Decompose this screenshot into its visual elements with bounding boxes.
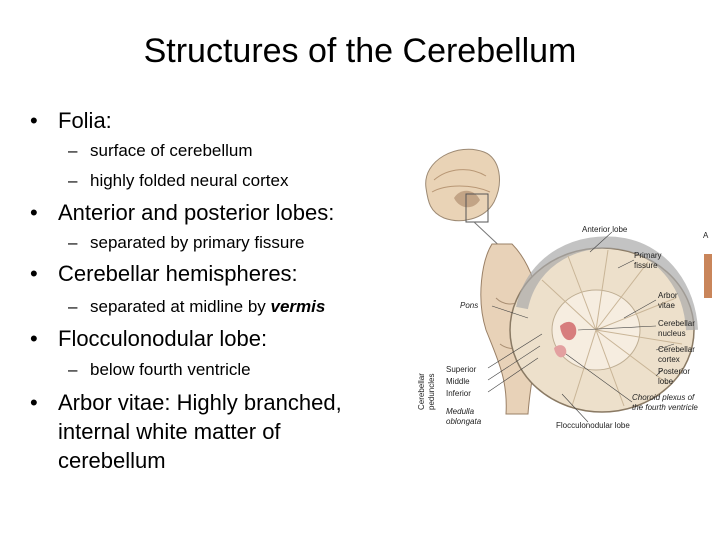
edge-strip bbox=[704, 254, 712, 298]
label-posterior-lobe: Posterior bbox=[658, 367, 690, 376]
folia-lines bbox=[541, 249, 683, 407]
bullet-dot: • bbox=[30, 200, 38, 225]
label-pons: Pons bbox=[460, 301, 478, 310]
sub-bullet-text: below fourth ventricle bbox=[90, 360, 251, 379]
dash: – bbox=[68, 297, 78, 316]
sub-bullet-text: separated by primary fissure bbox=[90, 233, 305, 252]
dash: – bbox=[68, 360, 78, 379]
label-flocculonodular-lobe: Flocculonodular lobe bbox=[556, 421, 630, 430]
label-primary-fissure-2: fissure bbox=[634, 261, 658, 270]
label-cerebellar-peduncles-2: peduncles bbox=[427, 374, 436, 410]
cerebellar-nucleus bbox=[560, 321, 577, 341]
bullet-label: Cerebellar hemispheres: bbox=[58, 261, 298, 286]
label-cerebellar-cortex: Cerebellar bbox=[658, 345, 695, 354]
label-medulla-2: oblongata bbox=[446, 417, 482, 426]
label-cerebellar-peduncles: Cerebellar bbox=[417, 373, 426, 410]
label-cerebellar-nucleus-2: nucleus bbox=[658, 329, 686, 338]
bullet-label: Flocculonodular lobe: bbox=[58, 326, 268, 351]
dash: – bbox=[68, 233, 78, 252]
bullet-dot: • bbox=[30, 390, 38, 415]
label-primary-fissure: Primary bbox=[634, 251, 662, 260]
leader-lines bbox=[487, 231, 675, 423]
dash: – bbox=[68, 141, 78, 160]
bullet-dot: • bbox=[30, 261, 38, 286]
sub-bullet-text: surface of cerebellum bbox=[90, 141, 253, 160]
label-inferior: Inferior bbox=[446, 389, 471, 398]
label-cerebellar-cortex-2: cortex bbox=[658, 355, 680, 364]
slide-title: Structures of the Cerebellum bbox=[143, 32, 577, 70]
bullet-dot: • bbox=[30, 108, 38, 133]
bullet-label: Arbor vitae: Highly branched, internal w… bbox=[58, 390, 342, 473]
sub-bullet-text: highly folded neural cortex bbox=[90, 171, 289, 190]
label-choroid-plexus-2: the fourth ventricle bbox=[632, 403, 698, 412]
brain-inset bbox=[425, 148, 500, 223]
bullet-label: Anterior and posterior lobes: bbox=[58, 200, 335, 225]
label-medulla: Medulla bbox=[446, 407, 475, 416]
label-superior: Superior bbox=[446, 365, 477, 374]
label-cerebellar-nucleus: Cerebellar bbox=[658, 319, 695, 328]
sub-bullet-text: separated at midline by vermis bbox=[90, 295, 325, 319]
choroid-plexus bbox=[554, 345, 567, 358]
bullet-label: Folia: bbox=[58, 108, 112, 133]
sub-bullet-prefix: separated at midline by bbox=[90, 297, 271, 316]
label-arbor-vitae: Arbor bbox=[658, 291, 678, 300]
label-posterior-lobe-2: lobe bbox=[658, 377, 674, 386]
label-anterior-lobe: Anterior lobe bbox=[582, 225, 628, 234]
label-middle: Middle bbox=[446, 377, 470, 386]
cerebellar-cortex bbox=[516, 236, 698, 331]
label-arbor-vitae-2: vitae bbox=[658, 301, 675, 310]
label-choroid-plexus: Choroid plexus of bbox=[632, 393, 695, 402]
label-edge-mark: A bbox=[703, 231, 709, 240]
cerebellum-illustration: Anterior lobe Primary fissure Pons Arbor… bbox=[417, 148, 712, 430]
vermis-emphasis: vermis bbox=[270, 297, 326, 316]
bullet-dot: • bbox=[30, 326, 38, 351]
dash: – bbox=[68, 171, 78, 190]
